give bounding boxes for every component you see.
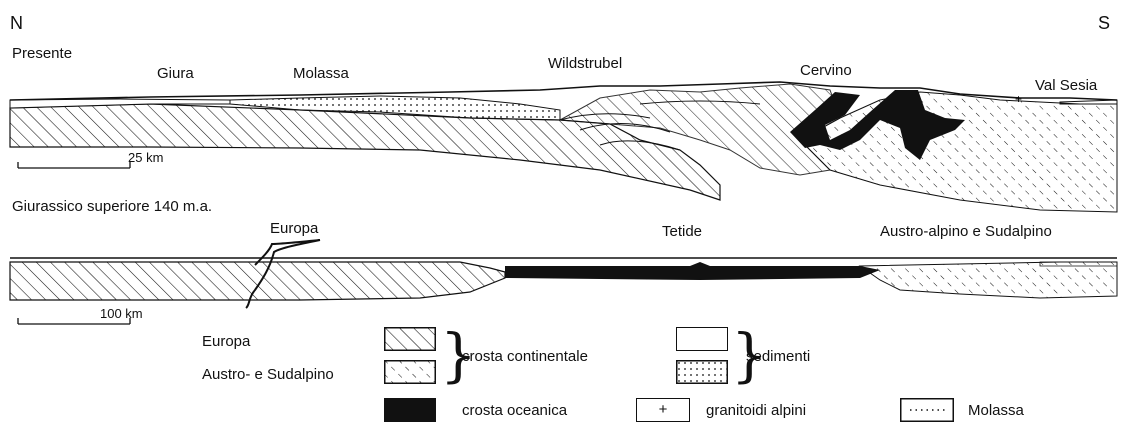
jurassic-title: Giurassico superiore 140 m.a. [12, 199, 212, 214]
legend-swatch-sediment [676, 327, 728, 351]
legend-swatch-dense-hatch [384, 327, 436, 351]
legend-swatch-dotted [676, 360, 728, 384]
place-molassa: Molassa [293, 66, 349, 81]
legend-granitoid-label: granitoidi alpini [706, 403, 806, 418]
jurassic-scale-label: 100 km [100, 307, 143, 320]
place-tetide: Tetide [662, 224, 702, 239]
legend-sediment-label: sedimenti [746, 349, 810, 364]
place-giura: Giura [157, 66, 194, 81]
present-title: Presente [12, 46, 72, 61]
north-label: N [10, 14, 23, 32]
jurassic-european-margin [10, 262, 505, 300]
legend-austro-label: Austro- e Sudalpino [202, 367, 334, 382]
jurassic-section-drawing [10, 240, 1117, 308]
jurassic-austroalpine-margin [860, 262, 1117, 298]
place-val-sesia: Val Sesia [1035, 78, 1097, 93]
legend-oceanic-label: crosta oceanica [462, 403, 567, 418]
present-section-drawing: + [10, 82, 1117, 212]
legend-granitoid-symbol: + [659, 401, 668, 418]
place-wildstrubel: Wildstrubel [548, 56, 622, 71]
legend-swatch-oceanic [384, 398, 436, 422]
legend-molassa-label: Molassa [968, 403, 1024, 418]
present-granitoid-mark: + [1015, 92, 1022, 106]
jurassic-molasse-strip [1040, 262, 1117, 266]
south-label: S [1098, 14, 1110, 32]
legend-swatch-dashed-hatch [384, 360, 436, 384]
legend-continental-label: crosta continentale [462, 349, 588, 364]
present-scale-bar [18, 162, 130, 168]
jurassic-oceanic-crust [505, 262, 880, 280]
place-austro-alpino: Austro-alpino e Sudalpino [880, 224, 1052, 239]
present-scale-label: 25 km [128, 151, 163, 164]
legend-europa-label: Europa [202, 334, 250, 349]
legend-swatch-granitoid: + [636, 398, 690, 422]
place-europa: Europa [270, 221, 318, 236]
legend-swatch-molassa [900, 398, 954, 422]
place-cervino: Cervino [800, 63, 852, 78]
present-val-sesia-molasse [1060, 100, 1117, 104]
